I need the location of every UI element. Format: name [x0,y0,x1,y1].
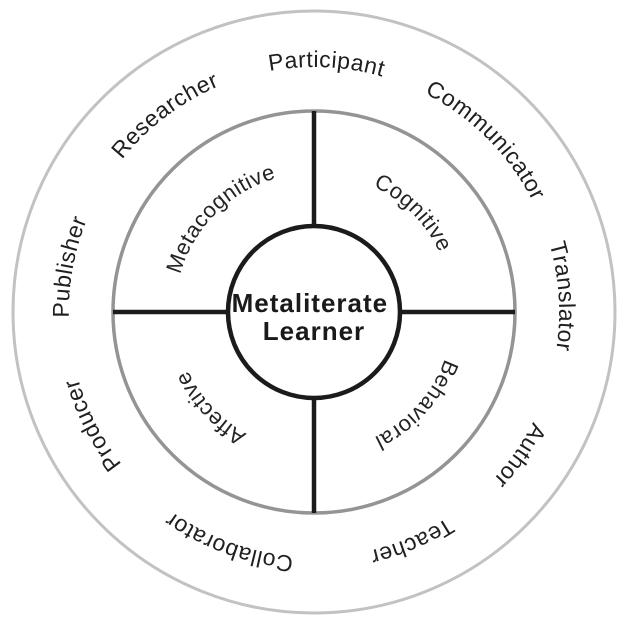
inner-ring-label-cognitive: Cognitive [371,168,458,255]
center-title-line1: Metaliterate [232,288,389,318]
outer-ring-label-participant: Participant [266,46,388,82]
outer-ring-label-publisher: Publisher [48,212,92,318]
outer-ring-label-producer: Producer [58,377,126,477]
inner-ring-label-behavioral: Behavioral [371,357,463,456]
outer-ring-label-author: Author [489,420,552,494]
outer-ring-label-translator: Translator [545,238,581,353]
outer-ring-circle [11,9,617,615]
center-circle [225,223,403,401]
center-title: Metaliterate Learner [232,288,397,346]
center-title-line2: Learner [263,316,365,346]
outer-ring-label-communicator: Communicator [422,75,551,204]
inner-ring-label-affective: Affective [170,368,250,451]
outer-ring-label-teacher: Teacher [368,513,458,571]
outer-ring-label-collaborator: Collaborator [160,507,294,577]
